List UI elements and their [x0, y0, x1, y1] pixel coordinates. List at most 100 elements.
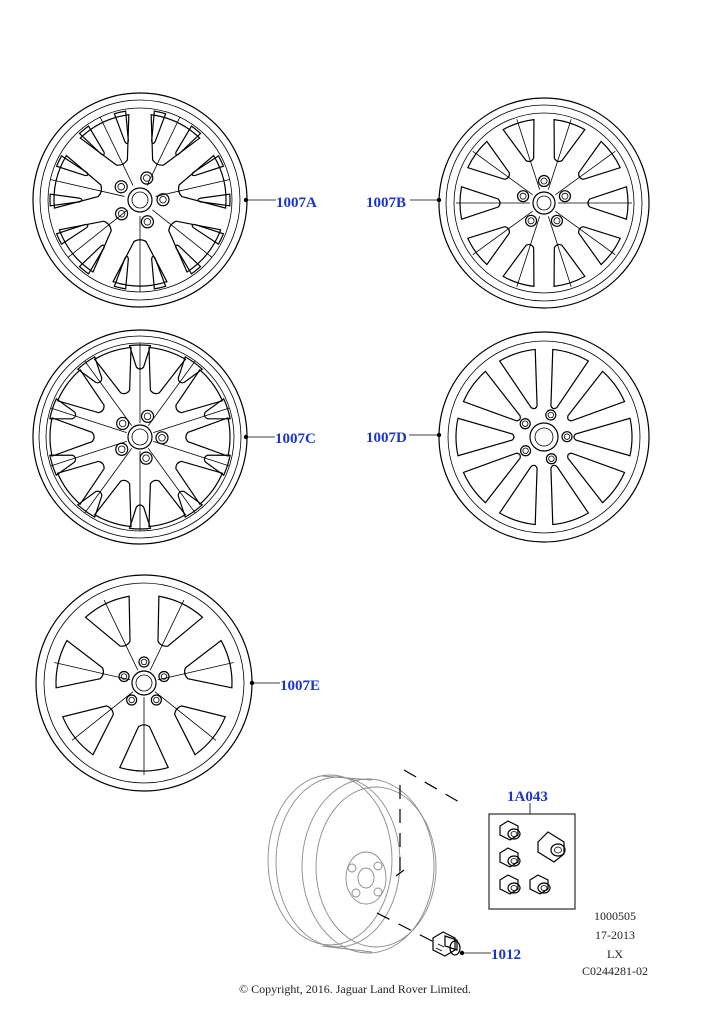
lug-hole: [140, 409, 155, 423]
wheel-1007d[interactable]: [438, 331, 650, 543]
wheel-e-opening: [174, 705, 227, 756]
wheel-a-spoke-ridge: [50, 179, 125, 197]
lug-hole: [114, 207, 129, 221]
wheel-b-spoke-ridge: [472, 150, 533, 196]
lug-hole-inner: [143, 412, 152, 421]
lug-hole: [138, 656, 150, 668]
wheel-c-opening: [93, 479, 132, 528]
lug-hole-inner: [117, 210, 126, 218]
lug-hole-inner: [527, 217, 535, 225]
wheel-e-spoke-ridge: [54, 662, 131, 681]
locking-nut-icon: [499, 847, 521, 868]
lug-hole-inner: [153, 696, 160, 704]
wheel-e-opening: [183, 639, 233, 689]
wheel-e-opening: [55, 639, 105, 689]
wheel-d-opening: [550, 348, 590, 410]
wheel-a-inner-opening: [113, 255, 129, 290]
wheel-d-opening: [567, 452, 626, 504]
wheel-d-opening: [455, 417, 515, 457]
wheel-1007c[interactable]: [32, 329, 248, 545]
wheel-a-inner-opening: [113, 110, 129, 145]
wheel-d-opening: [567, 370, 626, 422]
wheel-1007b[interactable]: [438, 97, 650, 309]
wheel-a-inner-opening: [175, 244, 202, 275]
wheel-b-opening: [553, 243, 586, 288]
meta-line-3: LX: [607, 947, 623, 961]
lug-hole-inner: [143, 218, 152, 226]
wheel-d-opening: [498, 348, 538, 410]
wheel-c-opening: [93, 346, 132, 395]
callout-1a043[interactable]: 1A043: [507, 789, 548, 805]
wheel-e-spoke-ridge: [154, 691, 217, 741]
leader-1007b: [410, 197, 442, 203]
wheel-d-opening: [498, 464, 538, 526]
wheel-nut-icon[interactable]: [432, 931, 461, 957]
leader-1007c: [243, 434, 275, 440]
lug-hole: [118, 670, 130, 683]
wheel-1007e[interactable]: [35, 574, 253, 792]
wheel-b-spoke-ridge: [516, 216, 541, 287]
callout-1012[interactable]: 1012: [491, 947, 521, 963]
lug-hole: [545, 409, 557, 421]
wheel-b-opening: [502, 118, 535, 163]
wheel-a-inner-opening: [78, 125, 105, 156]
wheel-a-inner-opening: [78, 244, 105, 275]
wheel-a-inner-opening: [197, 193, 231, 207]
leader-1007d: [409, 432, 442, 438]
wheel-c-spoke-ridge: [50, 440, 127, 467]
wheel-c-spoke-ridge: [84, 360, 133, 426]
wheel-a-opening: [112, 239, 168, 287]
locking-nut-icon: [499, 874, 521, 895]
wheel-e-spoke-ridge: [149, 599, 185, 671]
lug-hole-inner: [140, 658, 148, 666]
wheel-b-spoke-ridge: [547, 119, 572, 190]
wheel-1007a[interactable]: [32, 92, 248, 308]
wheel-a-inner-opening: [55, 154, 89, 177]
wheel-e-spoke-ridge: [157, 662, 234, 681]
callout-1007e[interactable]: 1007E: [280, 678, 320, 694]
wheel-a-opening: [150, 114, 201, 166]
lug-hole: [524, 214, 538, 227]
locking-key-icon: [537, 831, 566, 863]
lug-hole-inner: [159, 195, 167, 204]
wheel-c-opening: [185, 417, 231, 457]
lug-hole-inner: [563, 433, 571, 440]
meta-line-2: 17-2013: [595, 928, 635, 942]
lug-hole: [114, 180, 128, 194]
lug-hole: [561, 431, 573, 443]
meta-line-1: 1000505: [594, 909, 636, 923]
wheel-a-inner-opening: [175, 125, 202, 156]
lug-hole-inner: [522, 420, 529, 427]
lug-hole-inner: [117, 183, 125, 191]
wheel-b-opening: [578, 140, 622, 180]
lug-hole-inner: [118, 445, 126, 453]
wheel-b-spoke-ridge: [555, 210, 616, 256]
lug-hole-inner: [160, 673, 168, 680]
callout-1007a[interactable]: 1007A: [276, 195, 317, 211]
locking-nut-kit[interactable]: [488, 813, 576, 910]
wheel-c-opening: [49, 417, 95, 457]
lug-hole-inner: [128, 696, 135, 704]
wheel-b-spoke-ridge: [472, 210, 533, 256]
wheel-b-spoke-ridge: [516, 119, 541, 190]
wheel-b-opening: [466, 226, 510, 266]
wheel-b-spoke-ridge: [547, 216, 572, 287]
wheel-a-inner-opening: [191, 223, 225, 246]
callout-1007b[interactable]: 1007B: [366, 195, 406, 211]
lug-hole-inner: [540, 177, 548, 185]
callout-1007d[interactable]: 1007D: [366, 430, 407, 446]
lug-hole: [116, 416, 130, 431]
wheel-c-opening: [175, 460, 224, 506]
meta-line-4: C0244281-02: [582, 964, 648, 978]
wheel-a-opening: [58, 220, 112, 273]
lug-hole: [519, 445, 532, 457]
lug-hole: [545, 453, 558, 465]
wheel-a-spoke-ridge: [99, 116, 134, 186]
callout-1007c[interactable]: 1007C: [275, 431, 316, 447]
lug-hole: [156, 193, 170, 207]
wheel-a-inner-opening: [49, 193, 83, 207]
wheel-c-spoke-ridge: [153, 407, 230, 434]
lug-hole-inner: [142, 454, 150, 462]
lug-hole: [537, 174, 551, 188]
